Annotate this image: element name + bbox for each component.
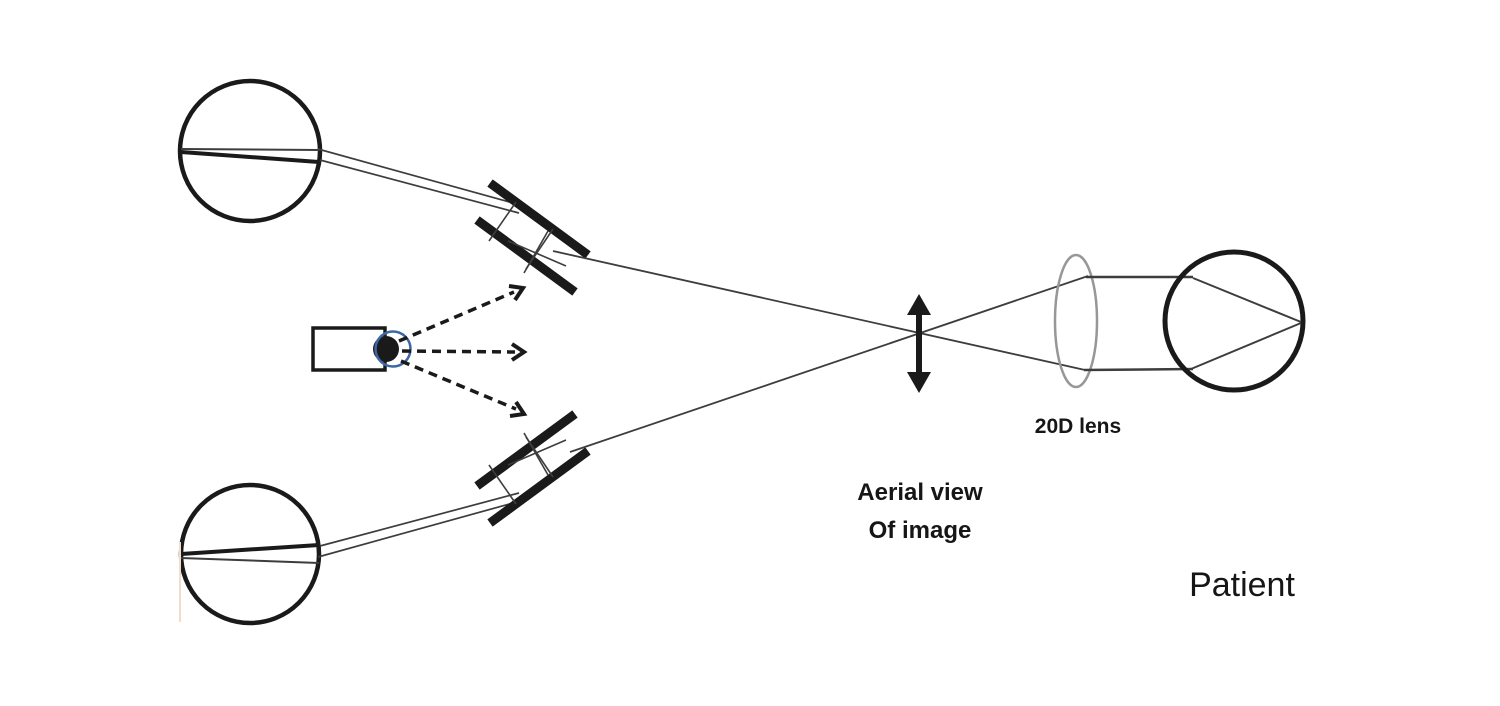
aerial-image-arrow bbox=[907, 294, 931, 393]
mirror-top-reflection-lines bbox=[488, 201, 567, 274]
beam-top-upper bbox=[317, 148, 514, 204]
patient-eye-globe bbox=[1162, 249, 1306, 393]
beam-bottom-lower bbox=[317, 502, 514, 558]
patient-eye bbox=[1162, 249, 1306, 393]
aerial-image-arrowhead-down bbox=[907, 372, 931, 393]
examiner-eye-bottom-axis-thin bbox=[180, 557, 320, 564]
converging-rays bbox=[552, 250, 1089, 453]
aerial-view-label-line1: Aerial view bbox=[857, 479, 983, 506]
patient-eye-ray-top bbox=[1192, 277, 1302, 323]
patient-label: Patient bbox=[1189, 566, 1295, 604]
illumination-arrow-up bbox=[398, 284, 527, 343]
patient-eye-ray-bottom bbox=[1190, 322, 1302, 370]
viewing-beam-bottom bbox=[317, 492, 520, 558]
mirror-top-bar-inner bbox=[474, 216, 578, 296]
mirror-top-bar-outer bbox=[487, 179, 591, 259]
examiner-eye-top-axis-thick bbox=[180, 150, 320, 164]
light-source bbox=[311, 326, 412, 372]
illumination-arrow-down bbox=[400, 359, 528, 418]
condensing-lens-ellipse bbox=[1053, 253, 1099, 389]
lens-to-eye-rays bbox=[1083, 275, 1194, 372]
ray-from-bottom-mirror bbox=[569, 275, 1089, 453]
aerial-image-arrowhead-up bbox=[907, 294, 931, 315]
beam-top-lower bbox=[319, 159, 520, 214]
ray-from-top-mirror bbox=[552, 250, 1086, 371]
examiner-eye-bottom bbox=[178, 482, 322, 626]
illumination-arrow-middle bbox=[401, 342, 528, 362]
mirror-top bbox=[474, 179, 591, 296]
beam-bottom-upper bbox=[319, 492, 520, 547]
examiner-eye-top bbox=[177, 78, 323, 224]
examiner-eye-top-globe bbox=[177, 78, 323, 224]
aerial-view-label-line2: Of image bbox=[869, 517, 972, 544]
mirror-bottom bbox=[474, 410, 591, 527]
lens-label: 20D lens bbox=[1035, 415, 1121, 438]
examiner-eye-top-axis-thin bbox=[180, 148, 320, 151]
condensing-lens bbox=[1053, 253, 1099, 389]
viewing-beam-top bbox=[317, 148, 520, 214]
mirror-bottom-bar-outer bbox=[487, 447, 591, 527]
mirror-bottom-bar-inner bbox=[474, 410, 578, 490]
light-source-ring bbox=[374, 330, 412, 368]
light-source-bulb bbox=[373, 336, 399, 362]
examiner-eye-bottom-axis-thick bbox=[180, 543, 320, 556]
mirror-bottom-reflection-lines bbox=[488, 432, 567, 505]
illumination-arrows bbox=[398, 284, 528, 418]
lens-eye-ray-bottom bbox=[1083, 367, 1194, 372]
